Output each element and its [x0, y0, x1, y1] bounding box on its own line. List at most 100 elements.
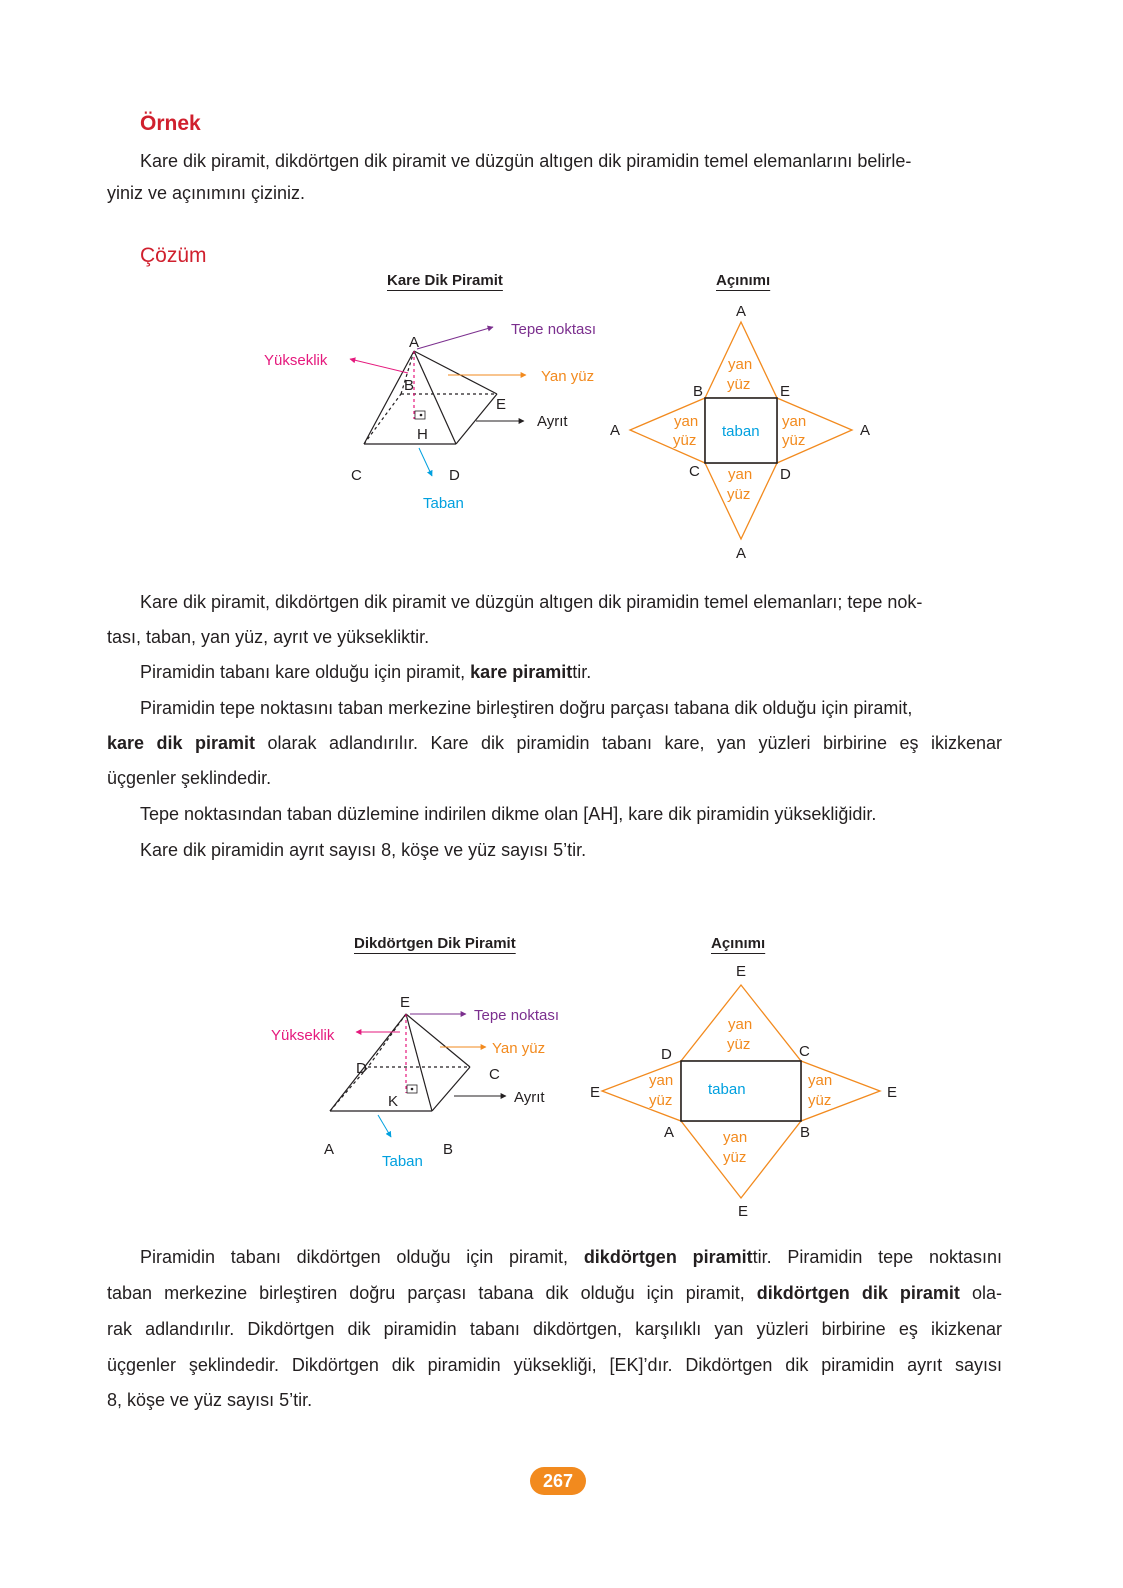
para1-line2: tası, taban, yan yüz, ayrıt ve yükseklik… [107, 627, 430, 647]
lateral-edge-ab [400, 350, 415, 395]
net-right-yuz: yüz [782, 432, 805, 449]
base-arrow [377, 1114, 392, 1138]
apex-label: Tepe noktası [474, 1007, 559, 1024]
apex-label: Tepe noktası [511, 321, 596, 338]
para6-line1: Piramidin tabanı dikdörtgen olduğu için … [140, 1247, 1002, 1267]
net-bottom-yan: yan [728, 466, 752, 483]
net-right-yan: yan [782, 413, 806, 430]
vertex-label-d: D [449, 467, 460, 484]
para3-line1: Piramidin tepe noktasını taban merkezine… [140, 698, 913, 718]
lateral-edge-ed [367, 1013, 407, 1068]
rectangular-pyramid-net: E E E E D C A B yan yüz yan yüz yan yüz … [590, 963, 897, 1220]
right-angle-dot [410, 1087, 414, 1091]
net-label-e-right: E [887, 1084, 897, 1101]
vertex-label-a: A [409, 334, 419, 351]
net-base-rectangle [680, 1060, 802, 1122]
net-face-left [628, 397, 706, 464]
net-label-c: C [689, 463, 700, 480]
para4: Tepe noktasından taban düzlemine indiril… [140, 804, 877, 824]
net-bottom-yuz: yüz [723, 1149, 746, 1166]
net-base-label: taban [722, 423, 760, 440]
term-kare-dik-piramit: kare dik piramit [107, 733, 256, 753]
net-label-e-bottom: E [738, 1203, 748, 1220]
net-top-yan: yan [728, 1016, 752, 1033]
vertex-label-e: E [400, 994, 410, 1011]
edge-label: Ayrıt [514, 1089, 545, 1106]
lateral-edge-ea [329, 1013, 407, 1112]
net-right-yuz: yüz [808, 1092, 831, 1109]
lateral-face-label: Yan yüz [541, 368, 594, 385]
net-left-yuz: yüz [649, 1092, 672, 1109]
foot-label-k: K [388, 1093, 398, 1110]
net-label-b: B [693, 383, 703, 400]
net-face-right [776, 397, 854, 464]
net-top-yuz: yüz [727, 1036, 750, 1053]
example-line-2: yiniz ve açınımını çiziniz. [107, 183, 306, 203]
square-pyramid-diagram: A B C D E H Tepe noktası Yükseklik Yan y… [264, 321, 596, 512]
net-right-yan: yan [808, 1072, 832, 1089]
net-left-yuz: yüz [673, 432, 696, 449]
net-label-a-left: A [610, 422, 620, 439]
net-label-b: B [800, 1124, 810, 1141]
right-angle-dot [419, 413, 423, 417]
para6-line2: taban merkezine birleştiren doğru parças… [107, 1283, 1002, 1303]
para6-line3: rak adlandırılır. Dikdörtgen dik piramid… [107, 1319, 1002, 1339]
net2-title: Açınımı [711, 935, 766, 952]
lateral-edge-eb [405, 1013, 433, 1112]
square-pyramid-net: A A A A B E C D yan yüz yan yüz yan yüz … [610, 303, 870, 562]
term-dikdortgen-piramit: dikdörtgen piramit [583, 1247, 753, 1267]
right-angle-mark [414, 410, 426, 420]
diagram1-title: Kare Dik Piramit [387, 272, 503, 289]
vertex-label-b: B [443, 1141, 453, 1158]
example-line-1: Kare dik piramit, dikdörtgen dik piramit… [140, 151, 912, 171]
lateral-face-label: Yan yüz [492, 1040, 545, 1057]
example-title: Örnek [140, 112, 201, 135]
term-kare-piramit: kare piramit [470, 662, 573, 682]
net-label-e: E [780, 383, 790, 400]
para3-line2: kare dik piramit olarak adlandırılır. Ka… [107, 733, 1003, 753]
net-face-right [800, 1060, 882, 1122]
lateral-edge-ad [413, 350, 457, 445]
net-face-left [600, 1060, 682, 1122]
rectangular-pyramid-diagram: E D C A B K Tepe noktası Yükseklik Yan y… [271, 994, 559, 1170]
net-base-square [704, 397, 778, 464]
base-label: Taban [382, 1153, 423, 1170]
base-edge-ad [329, 1066, 369, 1112]
lateral-edge-ae [413, 350, 498, 395]
net-bottom-yuz: yüz [727, 486, 750, 503]
height-arrow [349, 357, 409, 374]
net1-title: Açınımı [716, 272, 771, 289]
base-edge-cb [363, 393, 402, 445]
diagram2-title: Dikdörtgen Dik Piramit [354, 935, 516, 952]
net-label-a-bottom: A [736, 545, 746, 562]
solution-title: Çözüm [140, 244, 207, 267]
vertex-label-c: C [489, 1066, 500, 1083]
net-bottom-yan: yan [723, 1129, 747, 1146]
height-label: Yükseklik [271, 1027, 335, 1044]
net-label-e-top: E [736, 963, 746, 980]
para3-line3: üçgenler şeklindedir. [107, 768, 272, 788]
net-left-yan: yan [649, 1072, 673, 1089]
edge-label: Ayrıt [537, 413, 568, 430]
right-angle-mark [406, 1084, 418, 1094]
net-left-yan: yan [674, 413, 698, 430]
vertex-label-e: E [496, 396, 506, 413]
net-base-label: taban [708, 1081, 746, 1098]
net-top-yuz: yüz [727, 376, 750, 393]
foot-label-h: H [417, 426, 428, 443]
net-label-d: D [780, 466, 791, 483]
para1-line1: Kare dik piramit, dikdörtgen dik piramit… [140, 592, 923, 612]
term-dikdortgen-dik-piramit: dikdörtgen dik piramit [756, 1283, 960, 1303]
net-top-yan: yan [728, 356, 752, 373]
vertex-label-d: D [356, 1060, 367, 1077]
vertex-label-b: B [404, 377, 414, 394]
base-edge-bc [431, 1066, 471, 1112]
para2: Piramidin tabanı kare olduğu için pirami… [140, 662, 592, 682]
base-label: Taban [423, 495, 464, 512]
apex-arrow [416, 325, 494, 350]
net-label-a: A [664, 1124, 674, 1141]
para5: Kare dik piramidin ayrıt sayısı 8, köşe … [140, 840, 587, 860]
net-label-c: C [799, 1043, 810, 1060]
vertex-label-c: C [351, 467, 362, 484]
para6-line4: üçgenler şeklindedir. Dikdörtgen dik pir… [107, 1355, 1002, 1375]
